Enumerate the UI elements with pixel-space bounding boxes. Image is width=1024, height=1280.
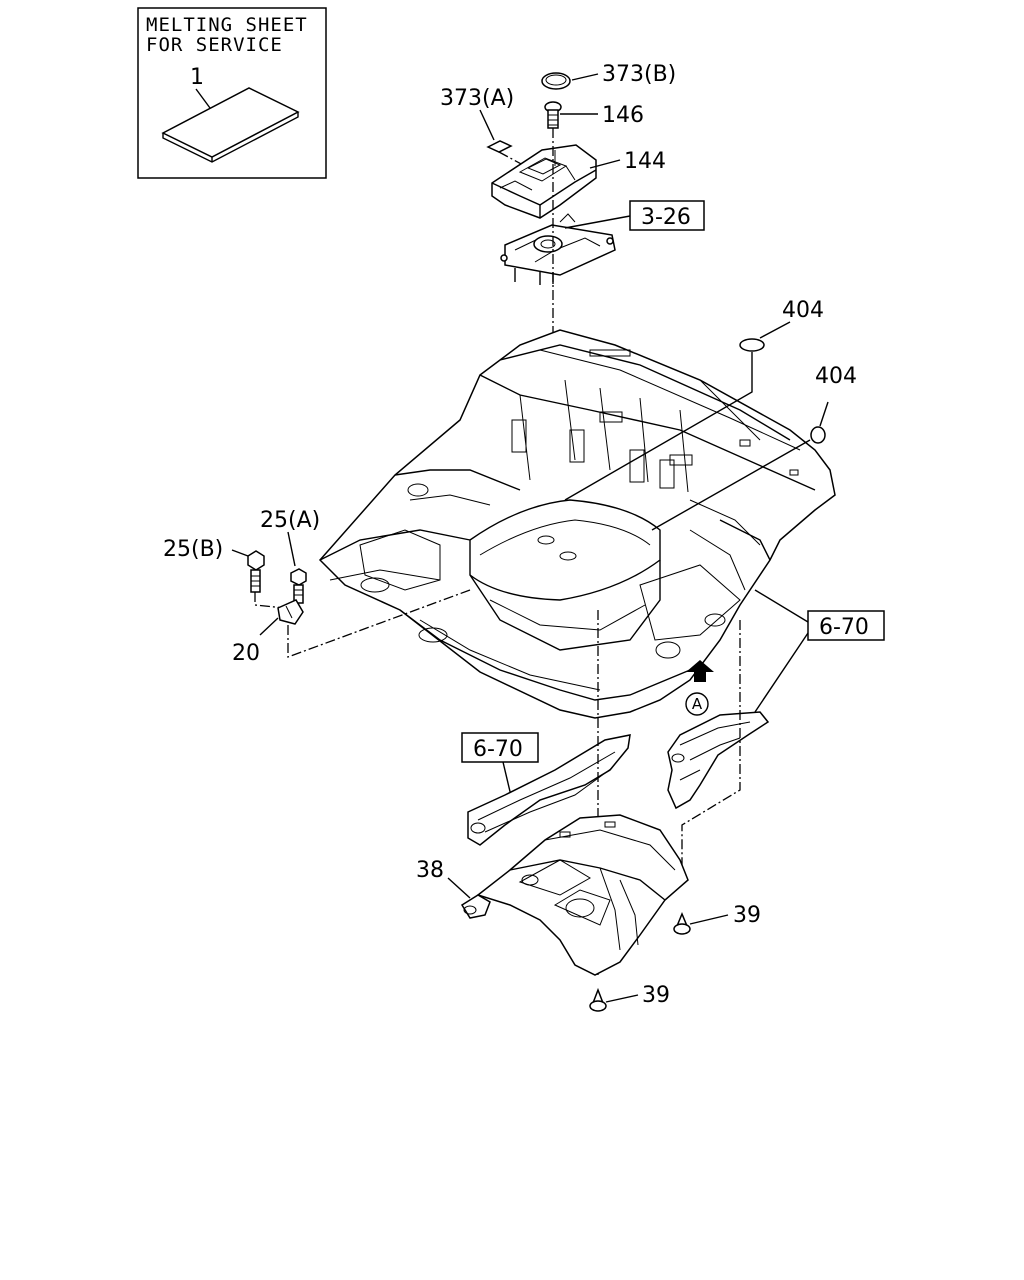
clip-38: [460, 894, 491, 919]
clip-39-right: [673, 912, 691, 935]
callout-404a: 404: [782, 298, 824, 323]
ref-box-3-26[interactable]: 3-26: [629, 200, 705, 231]
callout-1: 1: [190, 65, 204, 90]
ref-box-6-70-left[interactable]: 6-70: [461, 732, 539, 763]
leader-39a: [689, 914, 729, 925]
leader-6-70-right-lower: [754, 632, 809, 713]
leader-373a: [479, 109, 495, 141]
lower-floor-panel: [476, 814, 689, 976]
leader-39b: [605, 994, 639, 1003]
guide-20: [287, 589, 471, 658]
callout-38: 38: [416, 858, 444, 883]
bolt-25b: [247, 550, 265, 593]
guide-25b: [254, 592, 286, 609]
clip-39-bottom: [589, 987, 607, 1012]
inset-title-line2: FOR SERVICE: [146, 34, 283, 56]
callout-144: 144: [624, 149, 666, 174]
leader-1: [195, 88, 211, 109]
leader-6-70-right-upper: [754, 589, 809, 623]
console-cap-373b: [541, 72, 571, 90]
shift-lever-assembly: [500, 213, 616, 285]
callout-404b: 404: [815, 364, 857, 389]
view-arrow: [686, 660, 714, 682]
callout-25a: 25(A): [260, 508, 320, 533]
callout-39b: 39: [642, 983, 670, 1008]
view-marker-a: A: [685, 692, 709, 716]
leader-38: [447, 877, 471, 899]
callout-373a: 373(A): [440, 86, 514, 111]
crossmember-left: [467, 734, 631, 846]
callout-146: 146: [602, 103, 644, 128]
plug-404-lower: [810, 426, 826, 444]
floor-panel: [318, 329, 836, 719]
ref-6-70-left-label: 6-70: [473, 737, 523, 762]
callout-25b: 25(B): [163, 537, 223, 562]
leader-144: [589, 159, 621, 169]
leader-3-26: [564, 215, 631, 229]
guide-404b: [651, 439, 811, 531]
leader-20: [259, 617, 279, 636]
screw-146: [544, 101, 562, 129]
leader-404b: [819, 401, 829, 427]
callout-39a: 39: [733, 903, 761, 928]
leader-25b: [231, 549, 249, 557]
plug-404-upper: [739, 338, 765, 352]
ref-3-26-label: 3-26: [641, 205, 691, 230]
ref-box-6-70-right[interactable]: 6-70: [807, 610, 885, 641]
bolt-25a: [290, 568, 307, 604]
bracket-20: [277, 599, 304, 625]
inset-title-line1: MELTING SHEET: [146, 14, 308, 36]
ref-6-70-right-label: 6-70: [819, 615, 869, 640]
sill-reinforcement-right: [667, 711, 770, 810]
melting-sheet-inset: MELTING SHEET FOR SERVICE 1: [137, 7, 327, 179]
leader-404a: [759, 321, 791, 339]
guide-404a: [564, 352, 753, 501]
console-cap-373a: [486, 140, 513, 153]
callout-20: 20: [232, 641, 260, 666]
console-144: [491, 144, 597, 219]
view-marker-label: A: [692, 695, 703, 713]
guide-39-right: [681, 620, 741, 875]
melting-sheet-part: [161, 87, 300, 163]
leader-373b: [571, 73, 599, 81]
callout-373b: 373(B): [602, 62, 676, 87]
leader-25a: [287, 531, 296, 567]
